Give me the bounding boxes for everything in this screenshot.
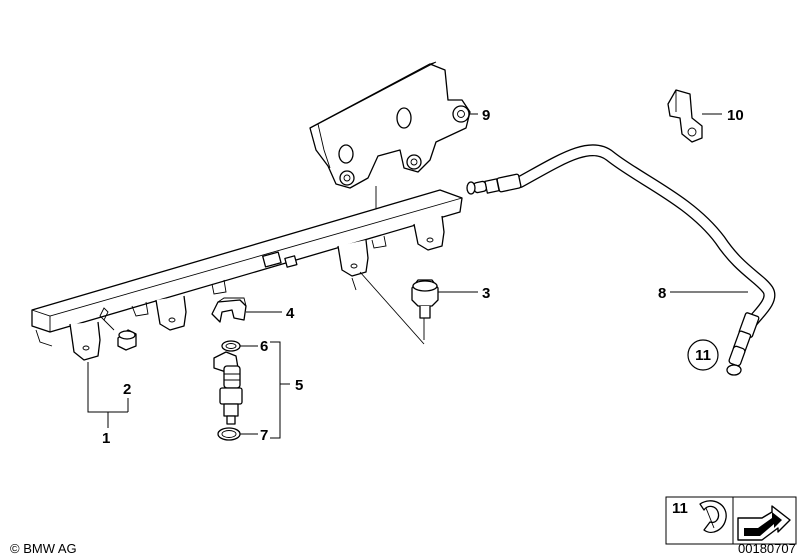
callout-3: 3 [482, 285, 490, 302]
callout-11-circled: 11 [687, 339, 719, 371]
fuel-hose-icon [466, 144, 776, 376]
cap-icon [117, 329, 137, 351]
callout-7: 7 [260, 427, 268, 444]
clip-icon [211, 297, 247, 323]
callout-5: 5 [295, 377, 303, 394]
callout-6: 6 [260, 338, 268, 355]
callout-11: 11 [695, 347, 711, 364]
direction-arrow-icon [737, 505, 791, 541]
callout-9: 9 [482, 107, 490, 124]
seal-ring-icon [221, 340, 241, 352]
callout-1: 1 [102, 430, 110, 447]
drawing-number: 00180707 [738, 541, 796, 556]
legend-box: 11 [665, 496, 797, 545]
callout-8: 8 [658, 285, 666, 302]
cap-icon [699, 500, 727, 533]
leader-lines [87, 113, 748, 439]
bolt-icon [411, 279, 439, 340]
mounting-bracket-icon [309, 61, 471, 212]
holder-icon [667, 89, 703, 143]
callout-10: 10 [727, 107, 744, 124]
seal-ring-icon [217, 427, 241, 441]
callout-2: 2 [123, 381, 131, 398]
legend-label: 11 [672, 500, 688, 517]
fuel-injector-icon [213, 351, 243, 425]
fuel-rail-icon [31, 189, 463, 361]
callout-4: 4 [286, 305, 295, 322]
copyright-text: © BMW AG [10, 541, 77, 556]
